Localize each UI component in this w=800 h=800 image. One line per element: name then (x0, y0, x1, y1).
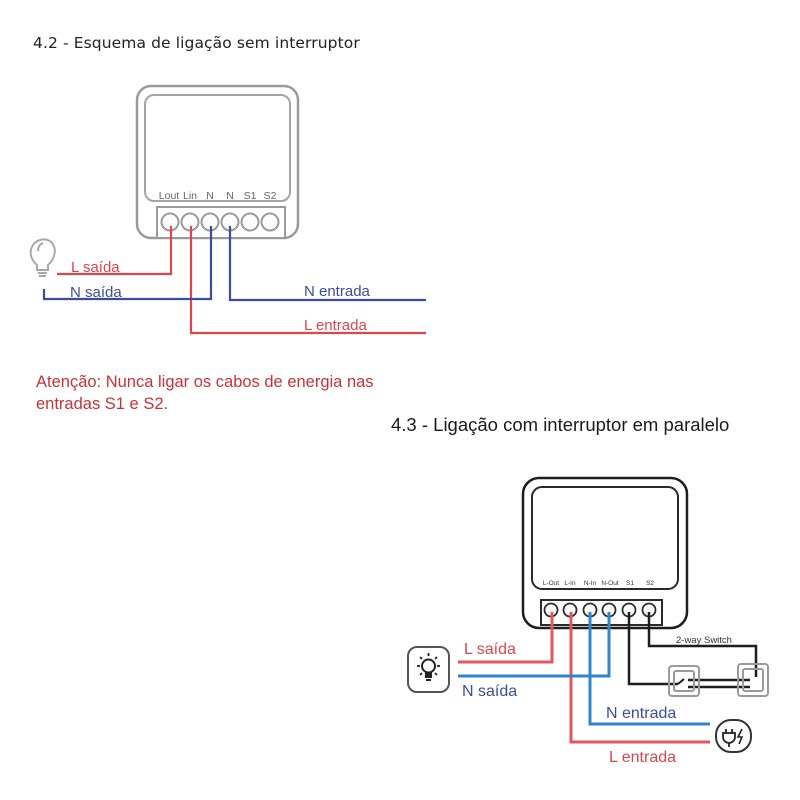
terminal-label: N-Out (601, 580, 619, 587)
wire-s1 (627, 612, 678, 686)
lamp-icon (407, 646, 450, 693)
wire-l-saida (458, 612, 554, 664)
wire-label-l-entrada: L entrada (609, 749, 676, 766)
two-way-switch-icon (737, 663, 769, 697)
two-way-switch-icon (668, 665, 700, 697)
wire-label-n-entrada: N entrada (304, 283, 371, 300)
wire-label-l-saida: L saída (71, 259, 120, 276)
wire-l-entrada (569, 612, 710, 744)
wire-label-n-entrada: N entrada (606, 705, 676, 722)
terminal-screw (240, 212, 260, 232)
wire-s2 (647, 612, 758, 677)
wire-l-saida (57, 226, 173, 276)
terminal-screw (260, 212, 280, 232)
terminal-label: S1 (244, 190, 257, 202)
section-4-3-title: 4.3 - Ligação com interruptor em paralel… (391, 414, 730, 435)
terminal-label: N-In (584, 580, 597, 587)
switch-lever (677, 678, 685, 685)
wire-n-saida (42, 226, 213, 301)
wire-n-saida (458, 612, 611, 678)
terminal-label: Lin (183, 190, 197, 202)
wire-label-l-saida: L saída (464, 641, 516, 658)
light-bulb-icon (29, 238, 56, 277)
wire-n-entrada (228, 226, 426, 302)
warning-text: Atenção: Nunca ligar os cabos de energia… (36, 373, 374, 413)
terminal-label: S2 (646, 580, 654, 587)
terminal-label: L-Out (543, 580, 559, 587)
device-face (531, 486, 679, 590)
terminal-label: L-In (564, 580, 576, 587)
terminal-label: Lout (159, 190, 180, 202)
device-face (144, 94, 291, 202)
wire-label-n-saida: N saída (70, 284, 122, 301)
power-plug-icon (715, 719, 752, 753)
terminal-label: S2 (264, 190, 277, 202)
terminal-label: S1 (626, 580, 634, 587)
terminal-label: N (206, 190, 214, 202)
wire-l-entrada (189, 226, 426, 335)
wire-label-n-saida: N saída (462, 683, 517, 700)
wire-label-l-entrada: L entrada (304, 317, 367, 334)
terminal-strip (540, 599, 663, 626)
section-4-2-title: 4.2 - Esquema de ligação sem interruptor (33, 34, 360, 52)
terminal-label: N (226, 190, 234, 202)
wire-n-entrada (588, 612, 710, 726)
switch-label: 2-way Switch (676, 635, 732, 646)
